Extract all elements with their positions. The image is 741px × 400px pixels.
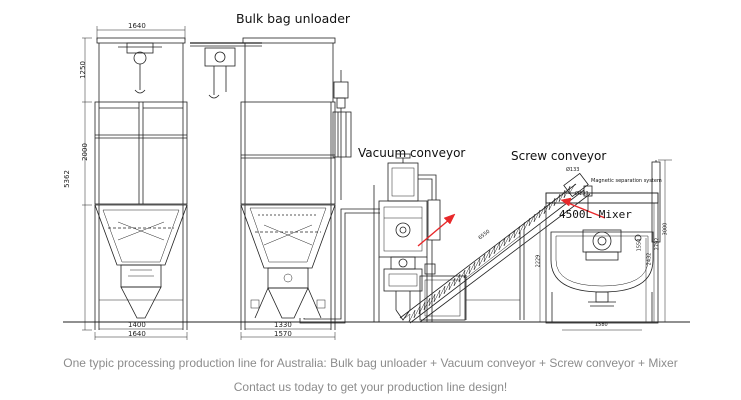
dim-mixer-h2: 2432 <box>646 252 653 266</box>
flow-arrows <box>417 197 606 247</box>
mixer <box>545 159 672 331</box>
transfer-pipe <box>299 208 380 324</box>
label-screw-conveyor: Screw conveyor <box>511 149 607 163</box>
dim-left-top-width: 1640 <box>128 22 146 30</box>
caption-line-2: Contact us today to get your production … <box>233 380 508 394</box>
unloader-side-view <box>190 37 352 340</box>
dim-mixer-width: 1580 <box>595 322 608 328</box>
dim-screw-outlet: Ø133 <box>575 191 589 197</box>
dim-screw-height: 2229 <box>535 254 542 268</box>
dim-mixer-h4: 3000 <box>662 222 669 236</box>
dim-mixer-h3: 2792 <box>654 237 661 251</box>
label-magnetic-separation: Magnetic separation system <box>591 178 662 184</box>
label-bulk-bag-unloader: Bulk bag unloader <box>236 11 351 26</box>
dim-left-height-total: 5362 <box>62 170 71 188</box>
production-line-drawing <box>63 26 690 340</box>
label-mixer: 4500L Mixer <box>559 208 632 221</box>
dim-left-height-top: 1250 <box>78 61 87 79</box>
vacuum-conveyor <box>373 153 441 322</box>
screw-conveyor <box>399 172 593 324</box>
dim-mid-bottom-inner: 1330 <box>274 321 292 329</box>
dim-mixer-h1: 1550 <box>636 238 643 252</box>
dim-left-bottom-inner: 1400 <box>128 321 146 329</box>
dim-left-height-mid: 2000 <box>80 143 89 161</box>
dim-left-bottom-outer: 1640 <box>128 330 146 338</box>
dim-screw-inlet: Ø133 <box>566 167 580 173</box>
label-vacuum-conveyor: Vacuum conveyor <box>358 146 466 160</box>
caption-line-1: One typic processing production line for… <box>63 356 678 370</box>
unloader-front-view <box>82 26 188 340</box>
dim-mid-bottom-outer: 1570 <box>274 330 292 338</box>
